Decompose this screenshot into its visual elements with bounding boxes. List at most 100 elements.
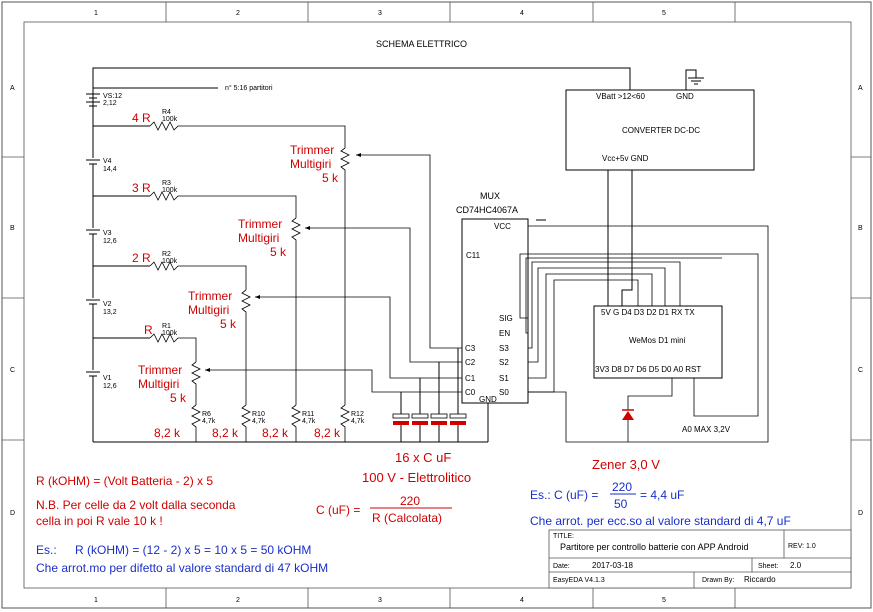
trimmer-2-value: 5 k <box>270 245 287 259</box>
wemos-top-pins: 5V G D4 D3 D2 D1 RX TX <box>601 308 695 317</box>
resistor-label-r: R <box>144 323 153 337</box>
tb-rev: REV: 1.0 <box>788 543 816 550</box>
tb-drawn-label: Drawn By: <box>702 577 734 584</box>
battery-ref-v4: V4 <box>103 158 112 165</box>
battery-stack <box>86 90 488 443</box>
battery-ref-vs12: VS:12 <box>103 93 122 100</box>
row-label-d: D <box>10 510 15 517</box>
tb-date-label: Date: <box>553 563 570 570</box>
col-label-5b: 5 <box>662 597 666 604</box>
mux-pin-gnd: GND <box>479 395 497 404</box>
row-label-b-r: B <box>858 225 863 232</box>
resistor-ref-r3: R3 <box>162 180 171 187</box>
mux-title: MUX <box>480 191 500 201</box>
es-r-prefix: Es.: <box>36 543 57 557</box>
resistor-ref-r2: R2 <box>162 251 171 258</box>
trimmer-1-line2: Multigiri <box>290 157 331 171</box>
resistor-label-3r: 3 R <box>132 181 151 195</box>
series-resistors <box>149 121 346 362</box>
mux-pin-c1: C1 <box>465 374 476 383</box>
tb-tool: EasyEDA V4.1.3 <box>553 577 605 584</box>
col-label-1: 1 <box>94 10 98 17</box>
col-label-2: 2 <box>236 10 240 17</box>
formula-c-num: 220 <box>400 494 420 508</box>
trimmer-4-line2: Multigiri <box>138 377 179 391</box>
bottom-val-r11: 4,7k <box>302 418 316 425</box>
mux-pin-s3: S3 <box>499 344 509 353</box>
wemos-label: WeMos D1 mini <box>629 336 686 345</box>
es-r-note: Che arrot.mo per difetto al valore stand… <box>36 561 328 575</box>
bottom-label-r6: 8,2 k <box>154 426 181 440</box>
col-label-4: 4 <box>520 10 524 17</box>
formula-r: R (kOHM) = (Volt Batteria - 2) x 5 <box>36 474 213 488</box>
bottom-val-r6: 4,7k <box>202 418 216 425</box>
battery-value-v1: 12,6 <box>103 383 117 390</box>
converter-label: CONVERTER DC-DC <box>622 126 700 135</box>
es-c-note: Che arrot. per ecc.so al valore standard… <box>530 514 791 528</box>
mux-pin-c0: C0 <box>465 388 476 397</box>
trimmer-2-line2: Multigiri <box>238 231 279 245</box>
zener-label: Zener 3,0 V <box>592 457 660 472</box>
trimmer-3-value: 5 k <box>220 317 237 331</box>
mux-pin-s1: S1 <box>499 374 509 383</box>
zener-diode <box>622 378 673 442</box>
bottom-val-r12: 4,7k <box>351 418 365 425</box>
battery-value-v4: 14,4 <box>103 166 117 173</box>
mux-pin-c2: C2 <box>465 358 476 367</box>
resistor-label-2r: 2 R <box>132 251 151 265</box>
trimmer-4-value: 5 k <box>170 391 187 405</box>
resistor-ref-r1: R1 <box>162 323 171 330</box>
col-label-3b: 3 <box>378 597 382 604</box>
resistor-ref-r4: R4 <box>162 109 171 116</box>
resistor-val-r1: 100k <box>162 330 178 337</box>
note-nb-2: cella in poi R vale 10 k ! <box>36 514 163 528</box>
wemos-bottom-pins: 3V3 D8 D7 D6 D5 D0 A0 RST <box>595 365 701 374</box>
tb-sheet: 2.0 <box>790 561 802 570</box>
es-c-prefix: Es.: C (uF) = <box>530 488 598 502</box>
mux-pin-sig: SIG <box>499 314 513 323</box>
mux-pin-en: EN <box>499 329 510 338</box>
schematic-title: SCHEMA ELETTRICO <box>376 39 467 49</box>
battery-ref-v2: V2 <box>103 301 112 308</box>
bottom-val-r10: 4,7k <box>252 418 266 425</box>
row-label-a-r: A <box>858 85 863 92</box>
trimmers <box>191 147 466 405</box>
es-r-text: R (kOHM) = (12 - 2) x 5 = 10 x 5 = 50 kO… <box>75 543 311 557</box>
tb-drawn: Riccardo <box>744 575 776 584</box>
mux-pin-c3: C3 <box>465 344 476 353</box>
es-c-num: 220 <box>612 480 632 494</box>
trimmer-1-value: 5 k <box>322 171 339 185</box>
col-label-2b: 2 <box>236 597 240 604</box>
row-label-c: C <box>10 367 15 374</box>
resistor-val-r4: 100k <box>162 116 178 123</box>
col-label-3: 3 <box>378 10 382 17</box>
converter-top-pins: VBatt >12<60 <box>596 92 645 101</box>
tb-sheet-label: Sheet: <box>758 563 778 570</box>
trimmer-2-line1: Trimmer <box>238 217 282 231</box>
a0-note: A0 MAX 3,2V <box>682 425 731 434</box>
col-label-5: 5 <box>662 10 666 17</box>
note-nb-1: N.B. Per celle da 2 volt dalla seconda <box>36 498 236 512</box>
tb-date: 2017-03-18 <box>592 561 633 570</box>
mux-pin-s2: S2 <box>499 358 509 367</box>
capacitor-text-2: 100 V - Elettrolitico <box>362 470 471 485</box>
mux-part: CD74HC4067A <box>456 205 518 215</box>
wemos-module <box>593 305 723 379</box>
converter-bottom-pins: Vcc+5v GND <box>602 154 649 163</box>
bottom-label-r10: 8,2 k <box>212 426 239 440</box>
title-block <box>548 529 852 589</box>
battery-value-v2: 13,2 <box>103 309 117 316</box>
es-c-result: = 4,4 uF <box>640 488 684 502</box>
row-label-c-r: C <box>858 367 863 374</box>
bottom-ref-r11: R11 <box>302 411 314 418</box>
trimmer-1-line1: Trimmer <box>290 143 334 157</box>
col-label-1b: 1 <box>94 597 98 604</box>
row-label-b: B <box>10 225 15 232</box>
capacitor-text-1: 16 x C uF <box>395 450 451 465</box>
partitori-note: n° 5:16 partitori <box>225 84 273 92</box>
battery-ref-v1: V1 <box>103 375 112 382</box>
mux-chip <box>461 218 529 404</box>
battery-value-vs12: 2,12 <box>103 100 117 107</box>
bottom-ref-r6: R6 <box>202 411 211 418</box>
